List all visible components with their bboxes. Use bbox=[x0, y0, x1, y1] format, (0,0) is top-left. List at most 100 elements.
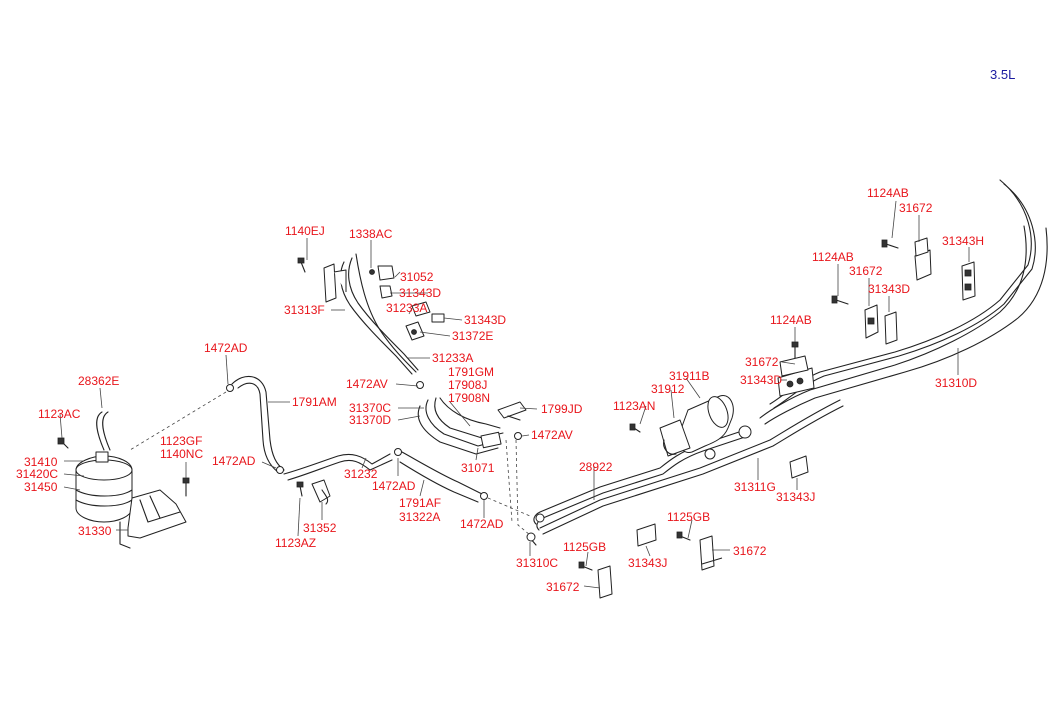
part-label-28362e: 28362E bbox=[78, 374, 119, 388]
part-label-1123gf: 1123GF bbox=[160, 434, 202, 448]
hose-31370-a bbox=[425, 399, 501, 447]
part-label-1125gb-1: 1125GB bbox=[667, 510, 710, 524]
part-label-1472av-2: 1472AV bbox=[531, 428, 573, 442]
engine-label: 3.5L bbox=[990, 67, 1015, 82]
part-label-1140nc: 1140NC bbox=[160, 447, 203, 461]
part-label-31911b: 31911B bbox=[669, 369, 709, 383]
part-label-31071: 31071 bbox=[461, 461, 495, 475]
part-label-1472ad-3: 1472AD bbox=[372, 479, 416, 493]
part-label-31420c: 31420C bbox=[16, 467, 58, 481]
hose-31232 bbox=[283, 453, 391, 475]
part-label-1472ad-1: 1472AD bbox=[204, 341, 248, 355]
fuel-line-28922-a bbox=[533, 429, 746, 525]
part-label-31672-3: 31672 bbox=[745, 355, 779, 369]
part-label-31370d: 31370D bbox=[349, 413, 391, 427]
leader-lines bbox=[59, 200, 970, 589]
part-label-31343h: 31343H bbox=[942, 234, 984, 248]
clip-31352 bbox=[311, 479, 331, 505]
fuel-line-31310d-d bbox=[764, 227, 1048, 425]
clamp-31343d-upper bbox=[379, 285, 393, 299]
part-label-1123ac: 1123AC bbox=[38, 407, 81, 421]
fuel-line-31310d-c bbox=[759, 225, 1027, 419]
part-label-1472ad-2: 1472AD bbox=[212, 454, 256, 468]
part-label-1140ej: 1140EJ bbox=[285, 224, 325, 238]
part-label-1791am: 1791AM bbox=[292, 395, 337, 409]
dashed-route-2 bbox=[505, 439, 513, 523]
hose-31233a bbox=[355, 253, 417, 373]
part-label-31343d-2: 31343D bbox=[740, 373, 782, 387]
clip-31343j-lower bbox=[636, 523, 657, 547]
clamp-31343d-small bbox=[431, 313, 445, 323]
hose-31322a-b bbox=[399, 461, 479, 503]
part-label-31370c: 31370C bbox=[349, 401, 391, 415]
fuel-line-28922-b bbox=[536, 435, 749, 531]
fuel-line-31310d-b bbox=[773, 183, 1036, 409]
bolts bbox=[57, 239, 899, 571]
hose-1791am-b bbox=[237, 382, 279, 473]
fuel-filter-31911b bbox=[659, 395, 752, 460]
clip-1472av-top bbox=[416, 381, 424, 389]
fuel-line-31311g-a bbox=[539, 399, 841, 529]
clip-1472ad-3 bbox=[394, 448, 402, 456]
part-label-31450: 31450 bbox=[24, 480, 58, 494]
bracket-31672-bottom bbox=[597, 565, 613, 599]
hose-31370-b bbox=[434, 397, 504, 439]
part-label-1124ab-3: 1124AB bbox=[770, 313, 812, 327]
part-label-31330: 31330 bbox=[78, 524, 112, 538]
part-label-28922: 28922 bbox=[579, 460, 613, 474]
clip-1472ad-4 bbox=[480, 492, 488, 500]
hose-31313f-b bbox=[348, 257, 419, 371]
part-label-31310d: 31310D bbox=[935, 376, 977, 390]
part-label-1125gb-2: 1125GB bbox=[563, 540, 606, 554]
bracket-31343d-right bbox=[864, 304, 898, 345]
part-label-31233a-2: 31233A bbox=[432, 351, 473, 365]
part-label-31672-5: 31672 bbox=[546, 580, 580, 594]
bracket-31672-lower bbox=[699, 535, 723, 571]
clamp-31052 bbox=[369, 265, 395, 281]
fitting-28922 bbox=[535, 513, 545, 523]
part-label-31343d-3: 31343D bbox=[399, 286, 441, 300]
part-labels: 3.5L 1124AB 31672 31343H 1124AB 31672 31… bbox=[16, 67, 1015, 594]
part-label-31311g: 31311G bbox=[734, 480, 776, 494]
part-label-31352: 31352 bbox=[303, 521, 337, 535]
part-label-31343d-4: 31343D bbox=[464, 313, 506, 327]
clip-31343j-right bbox=[789, 455, 809, 479]
hose-31232-b bbox=[287, 459, 393, 481]
fitting-31310c bbox=[526, 532, 536, 542]
part-label-1123an: 1123AN bbox=[613, 399, 655, 413]
fitting-31071 bbox=[480, 431, 502, 449]
part-label-1472ad-4: 1472AD bbox=[460, 517, 504, 531]
clip-31372e bbox=[405, 321, 425, 341]
part-label-17908n: 17908N bbox=[448, 391, 490, 405]
bracket-31343h bbox=[961, 261, 976, 301]
dashed-route-3 bbox=[129, 391, 227, 451]
line-work bbox=[57, 179, 1048, 599]
bracket-31672-top bbox=[914, 237, 932, 281]
clip-1472av-mid bbox=[514, 432, 522, 440]
part-label-1791af: 1791AF bbox=[399, 496, 441, 510]
part-label-1338ac: 1338AC bbox=[349, 227, 393, 241]
part-label-31912: 31912 bbox=[651, 382, 685, 396]
clip-1472ad-1 bbox=[226, 384, 234, 392]
connector-1799jd bbox=[497, 401, 527, 421]
clip-31343d-mid bbox=[777, 355, 815, 397]
part-label-1799jd: 1799JD bbox=[541, 402, 583, 416]
canister-assembly bbox=[75, 411, 187, 549]
part-label-31233a-1: 31233A bbox=[386, 301, 427, 315]
part-label-1123az: 1123AZ bbox=[275, 536, 316, 550]
part-label-31343j-1: 31343J bbox=[776, 490, 815, 504]
part-label-31310c: 31310C bbox=[516, 556, 558, 570]
part-label-31372e: 31372E bbox=[452, 329, 493, 343]
part-label-31232: 31232 bbox=[344, 467, 378, 481]
hose-1791am bbox=[231, 375, 285, 471]
part-label-1791gm: 1791GM bbox=[448, 365, 494, 379]
dashed-route-4 bbox=[487, 497, 531, 517]
part-label-31672-4: 31672 bbox=[733, 544, 767, 558]
part-label-31672-2: 31672 bbox=[849, 264, 883, 278]
part-label-1124ab-1: 1124AB bbox=[867, 186, 909, 200]
part-label-31313f: 31313F bbox=[284, 303, 325, 317]
bracket-1140ej bbox=[323, 263, 347, 303]
part-label-1124ab-2: 1124AB bbox=[812, 250, 854, 264]
